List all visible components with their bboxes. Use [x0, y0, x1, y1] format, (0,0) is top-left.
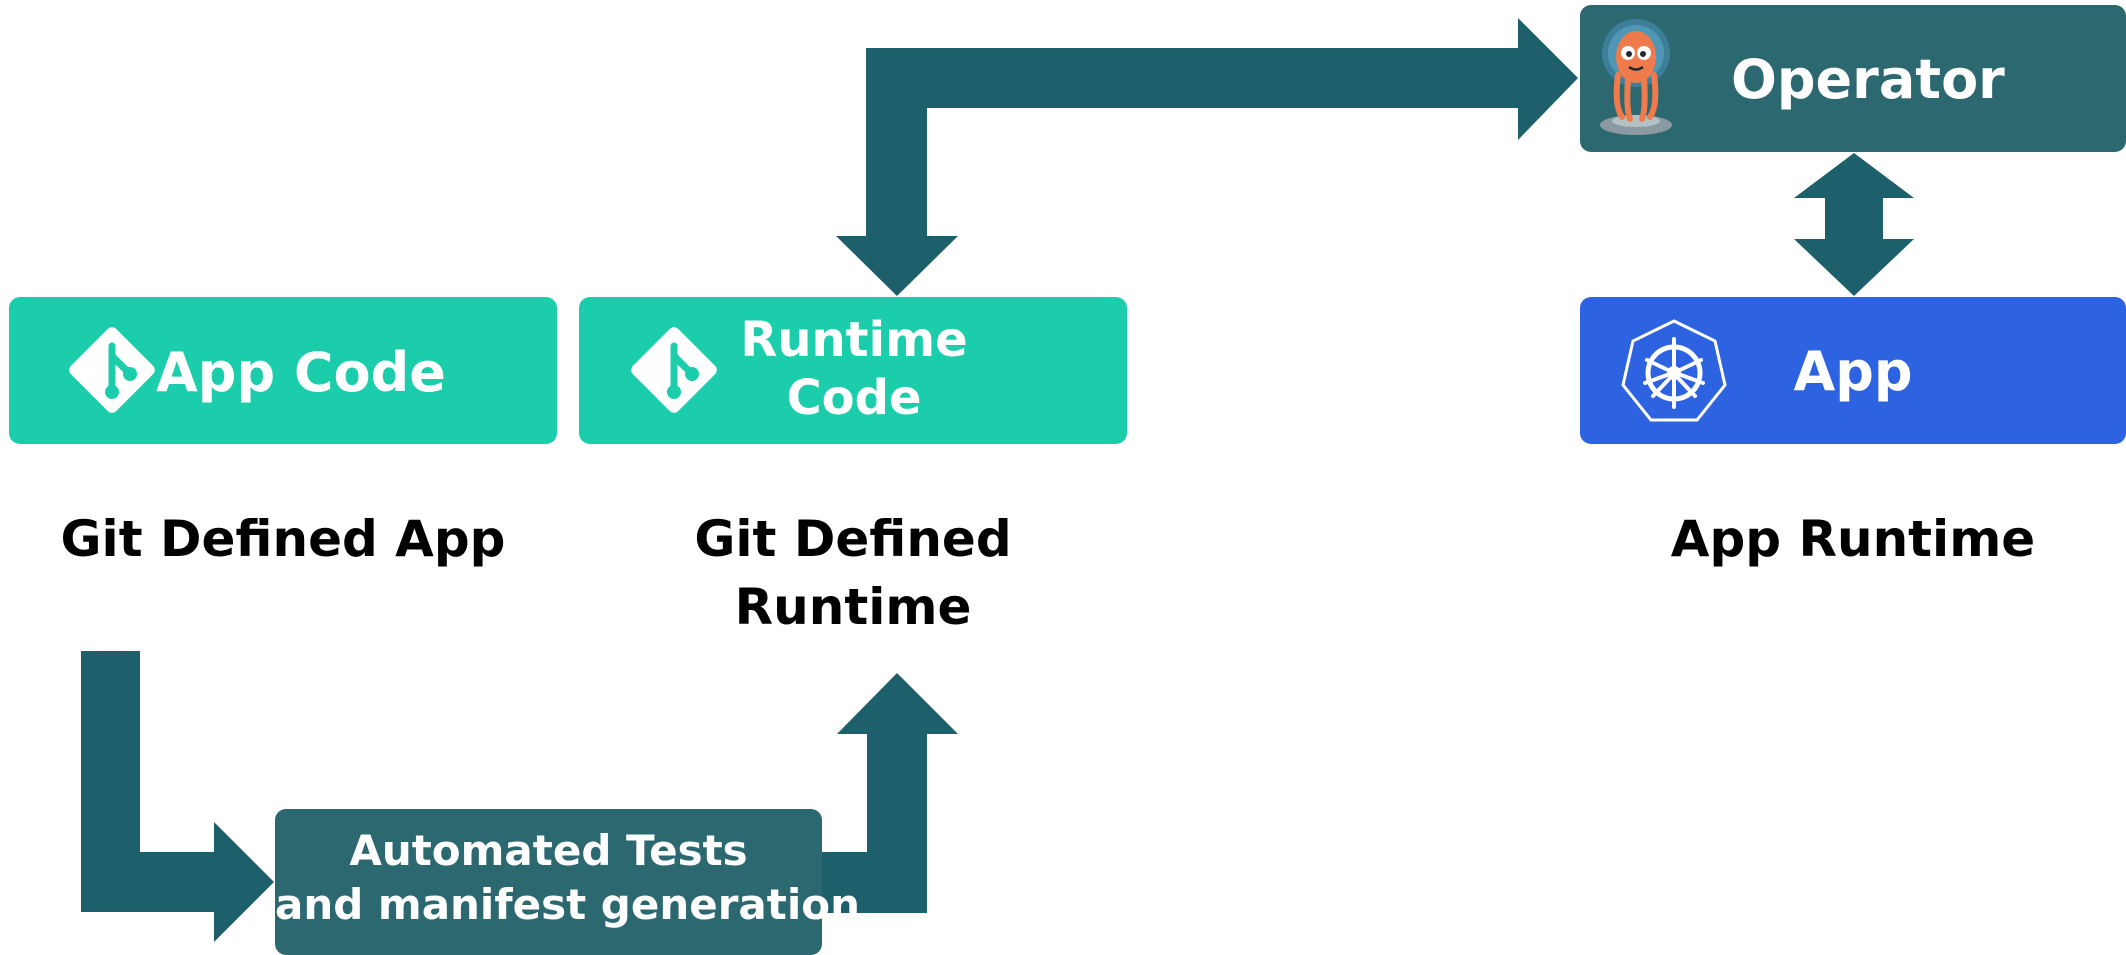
- git-defined-app-caption: Git Defined App: [60, 510, 506, 568]
- runtime-code-line1: Runtime: [740, 312, 968, 368]
- git-defined-runtime-caption: Git Defined Runtime: [579, 506, 1127, 641]
- argo-octopus-icon: [1600, 19, 1672, 135]
- git-logo-icon: [631, 327, 717, 413]
- automated-tests-box[interactable]: Automated Tests and manifest generation: [275, 809, 861, 955]
- app-label: App: [1793, 340, 1913, 403]
- runtime-code-line2: Code: [786, 369, 922, 426]
- kubernetes-helm-icon: [1621, 319, 1727, 422]
- operator-label: Operator: [1731, 48, 2005, 111]
- automated-tests-label: Automated Tests and manifest generation: [275, 824, 861, 932]
- operator-box[interactable]: Operator: [1580, 5, 2126, 152]
- app-code-box[interactable]: App Code: [9, 297, 557, 444]
- runtime-code-box[interactable]: Runtime Code: [579, 297, 1127, 444]
- arrow-tests-to-runtime: [822, 673, 958, 913]
- git-defined-runtime-line2: Runtime: [734, 577, 972, 636]
- app-box[interactable]: App: [1580, 297, 2126, 444]
- app-runtime-caption: App Runtime: [1670, 510, 2036, 568]
- git-defined-runtime-line1: Git Defined: [694, 510, 1012, 568]
- git-logo-icon: [69, 327, 155, 413]
- arrow-operator-app-bidirectional: [1794, 153, 1914, 296]
- runtime-code-label: Runtime Code: [729, 312, 979, 427]
- arrow-operator-to-runtime: [836, 18, 1578, 296]
- automated-tests-line1: Automated Tests: [349, 826, 748, 875]
- arrow-app-to-tests: [81, 651, 274, 942]
- app-code-label: App Code: [156, 341, 446, 404]
- automated-tests-line2: and manifest generation: [275, 879, 861, 929]
